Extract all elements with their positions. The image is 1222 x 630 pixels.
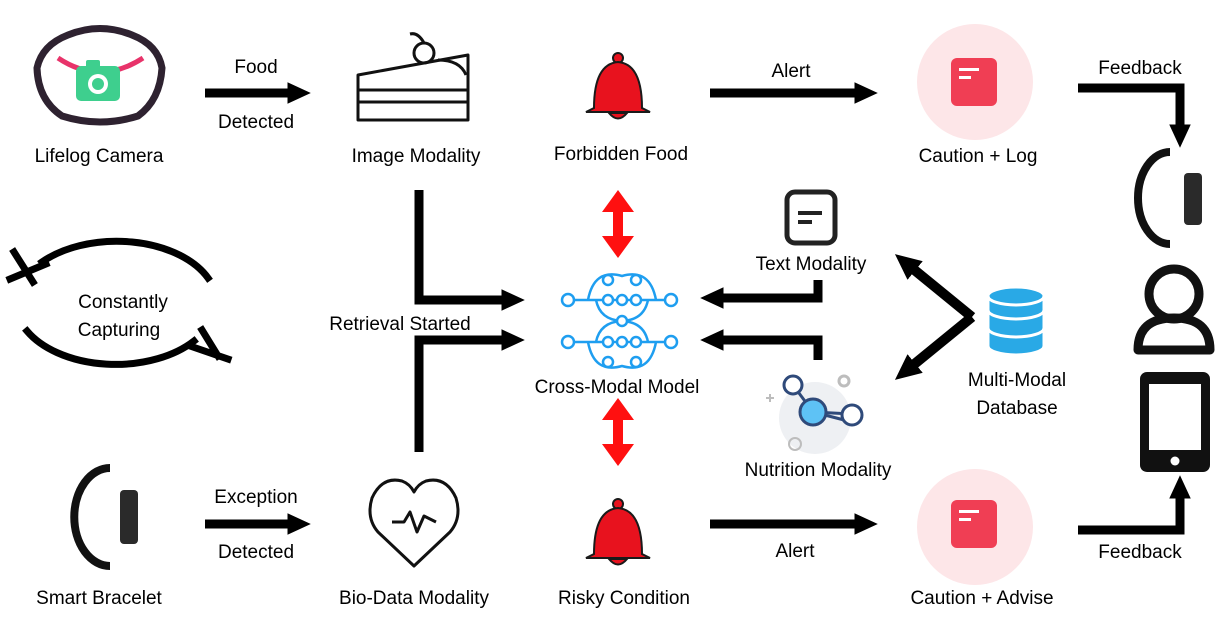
label-multi-modal: Multi-Modal: [967, 370, 1067, 391]
arrow-image-to-model: [414, 190, 525, 311]
label-capturing: Capturing: [77, 320, 161, 341]
arrow-database-to-nutrition: [894, 313, 976, 380]
user-icon: [1133, 264, 1215, 355]
smart-bracelet-icon: [70, 464, 138, 570]
edge-label-exception-detected: Detected: [217, 542, 295, 563]
edge-label-retrieval-started: Retrieval Started: [329, 314, 471, 335]
arrow-text-to-model: [700, 280, 823, 309]
edge-label-alert-bottom: Alert: [775, 541, 815, 562]
edge-label-feedback-bottom: Feedback: [1098, 542, 1182, 563]
arrow-feedback-bottom: [1078, 475, 1191, 535]
caution-log-icon: [917, 24, 1033, 140]
label-constantly: Constantly: [78, 292, 168, 313]
arrow-feedback-top: [1078, 83, 1191, 148]
label-risky-condition: Risky Condition: [558, 588, 690, 609]
nutrition-molecule-icon: [766, 374, 864, 454]
label-caution-advise: Caution + Advise: [910, 588, 1054, 609]
red-double-arrow-top: [602, 190, 634, 258]
caution-advise-icon: [917, 469, 1033, 585]
database-icon: [986, 285, 1046, 357]
edge-label-food: Food: [234, 57, 278, 78]
label-forbidden-food: Forbidden Food: [553, 144, 689, 165]
label-nutrition-modality: Nutrition Modality: [744, 460, 892, 481]
arrow-biodata-to-model: [414, 329, 525, 452]
text-document-icon: [784, 189, 838, 246]
label-caution-log: Caution + Log: [918, 146, 1038, 167]
edge-label-alert-top: Alert: [771, 61, 811, 82]
label-database: Database: [976, 398, 1058, 419]
label-image-modality: Image Modality: [351, 146, 481, 167]
cake-icon: [356, 32, 470, 122]
red-double-arrow-bottom: [602, 398, 634, 466]
label-cross-modal-model: Cross-Modal Model: [534, 377, 700, 398]
label-smart-bracelet: Smart Bracelet: [36, 588, 162, 609]
arrow-nutrition-to-model: [700, 329, 823, 360]
edge-label-feedback-top: Feedback: [1098, 58, 1182, 79]
arrow-database-to-text: [894, 254, 976, 321]
bell-icon-risky: [585, 498, 651, 566]
cross-modal-network-icon: [560, 273, 679, 369]
smartphone-icon: [1140, 372, 1210, 472]
label-text-modality: Text Modality: [755, 254, 867, 275]
edge-label-exception: Exception: [214, 487, 298, 508]
label-lifelog-camera: Lifelog Camera: [34, 146, 164, 167]
smartwatch-icon: [1134, 148, 1202, 248]
cycle-arrows-icon: [5, 237, 233, 368]
heart-pulse-icon: [368, 478, 460, 568]
label-bio-data-modality: Bio-Data Modality: [339, 588, 489, 609]
edge-label-food-detected: Detected: [217, 112, 295, 133]
bell-icon-forbidden: [585, 52, 651, 120]
lifelog-camera-icon: [33, 25, 166, 126]
